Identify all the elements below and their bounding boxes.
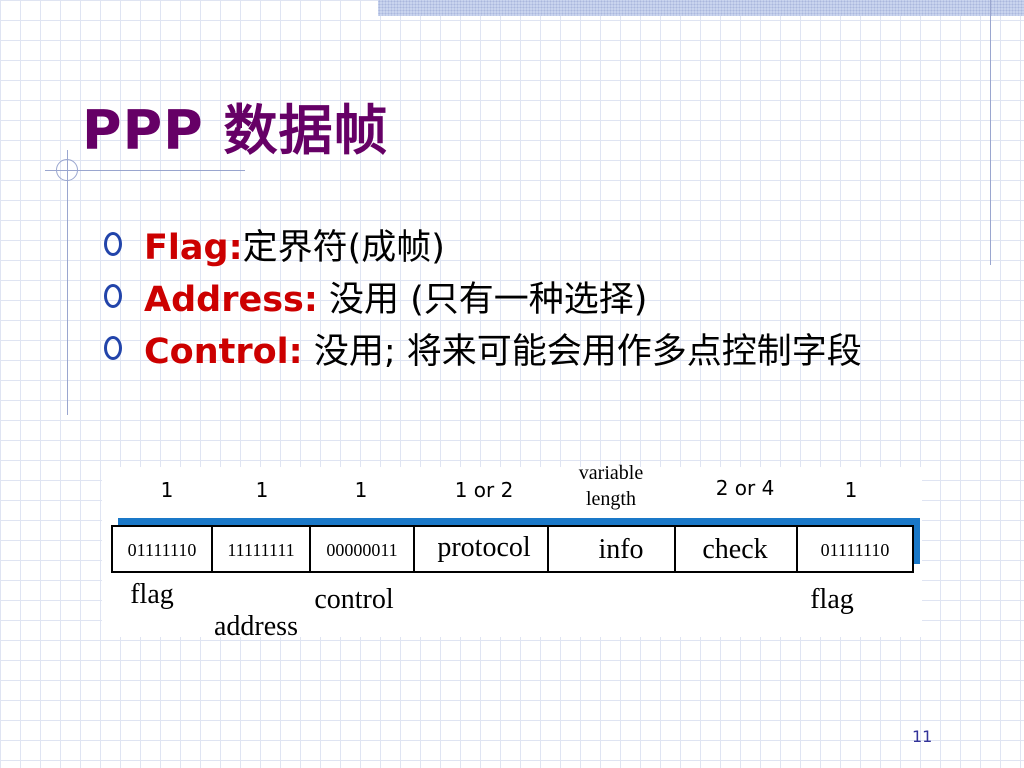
bullet-marker-icon bbox=[104, 232, 122, 256]
page-number: 11 bbox=[912, 727, 933, 746]
field-control: 00000011 bbox=[326, 540, 397, 560]
bullet-control: Control: 没用; 将来可能会用作多点控制字段 bbox=[104, 326, 934, 378]
frame-box bbox=[111, 525, 914, 573]
size-label-info-line2: length bbox=[586, 488, 636, 510]
decorative-line-right bbox=[990, 0, 991, 265]
slide-title: PPP 数据帧 bbox=[82, 99, 389, 162]
size-label-protocol: 1 or 2 bbox=[455, 478, 514, 502]
label-address: address bbox=[214, 611, 298, 642]
size-label-check: 2 or 4 bbox=[716, 476, 775, 500]
field-end-flag: 01111110 bbox=[821, 540, 890, 560]
bullet-text: 定界符(成帧) bbox=[242, 228, 445, 268]
bullet-keyword: Address: bbox=[144, 280, 318, 320]
field-info: info bbox=[598, 534, 643, 565]
bullet-list: Flag:定界符(成帧) Address: 没用 (只有一种选择) Contro… bbox=[104, 222, 934, 378]
bullet-address: Address: 没用 (只有一种选择) bbox=[104, 274, 934, 326]
label-end-flag: flag bbox=[810, 584, 854, 615]
bullet-text: 没用; 将来可能会用作多点控制字段 bbox=[302, 332, 862, 372]
field-check: check bbox=[702, 534, 767, 565]
size-label-info-line1: variable bbox=[579, 462, 644, 484]
bullet-keyword: Flag: bbox=[144, 228, 243, 268]
decorative-circle bbox=[56, 159, 78, 181]
label-flag: flag bbox=[130, 579, 174, 610]
label-control: control bbox=[314, 584, 394, 615]
size-label-address: 1 bbox=[256, 478, 269, 502]
size-label-flag: 1 bbox=[161, 478, 174, 502]
decorative-top-strip bbox=[378, 0, 1024, 16]
field-protocol: protocol bbox=[437, 532, 531, 563]
decorative-line-horizontal bbox=[45, 170, 245, 171]
decorative-line-left bbox=[67, 150, 68, 415]
bullet-marker-icon bbox=[104, 336, 122, 360]
field-address: 11111111 bbox=[227, 540, 294, 560]
bullet-keyword: Control: bbox=[144, 332, 303, 372]
bullet-marker-icon bbox=[104, 284, 122, 308]
bullet-text: 没用 (只有一种选择) bbox=[317, 280, 648, 320]
bullet-flag: Flag:定界符(成帧) bbox=[104, 222, 934, 274]
field-flag: 01111110 bbox=[128, 540, 197, 560]
size-label-control: 1 bbox=[355, 478, 368, 502]
size-label-end-flag: 1 bbox=[845, 478, 858, 502]
